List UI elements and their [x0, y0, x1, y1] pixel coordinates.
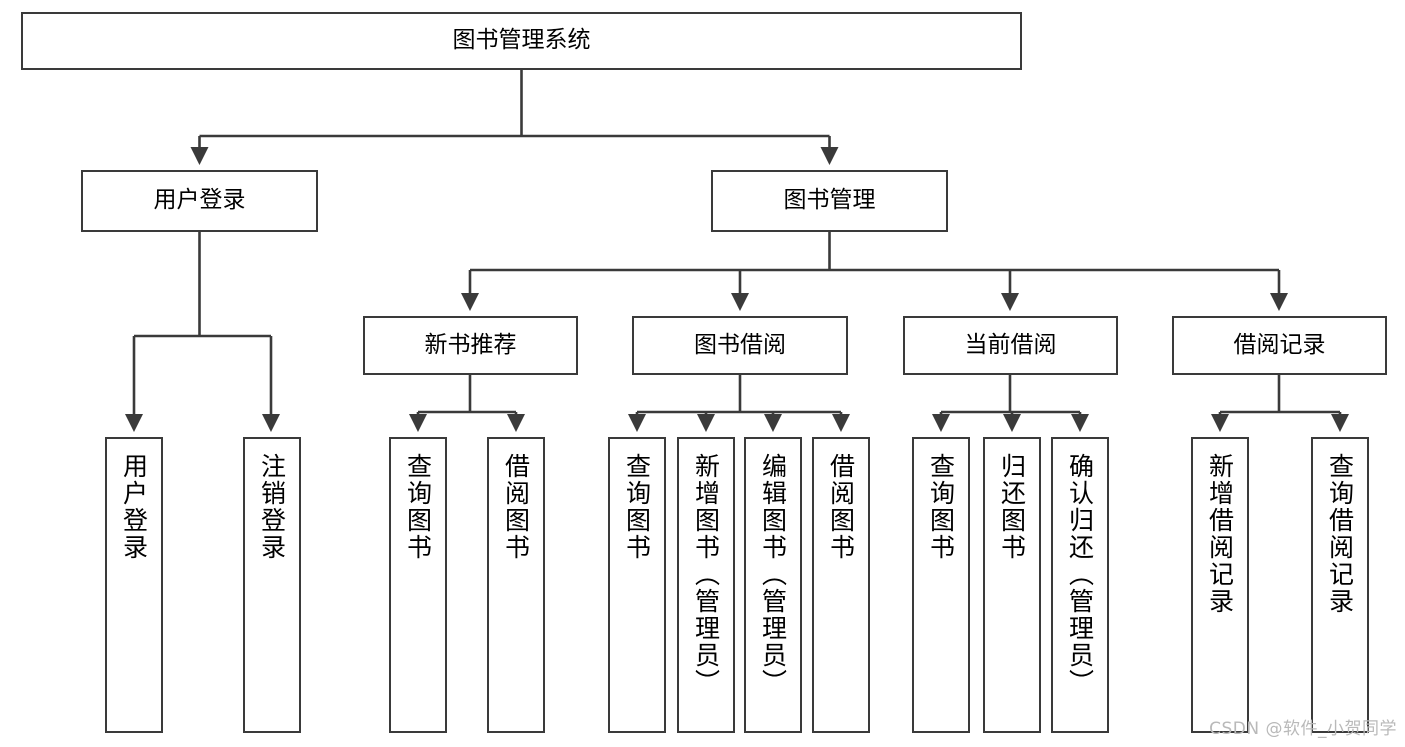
leaf-logout-label: 注销登录: [257, 453, 287, 561]
leaf-query-books-current-label: 查询图书: [926, 453, 956, 561]
node-book-borrow-label: 图书借阅: [694, 331, 786, 358]
leaf-add-book-admin-label: 新增图书（管理员）: [691, 453, 721, 696]
leaf-user-login[interactable]: 用户登录: [105, 437, 163, 733]
leaf-edit-book-admin[interactable]: 编辑图书（管理员）: [744, 437, 802, 733]
leaf-add-borrow-record[interactable]: 新增借阅记录: [1191, 437, 1249, 733]
leaf-borrow-books[interactable]: 借阅图书: [812, 437, 870, 733]
leaf-add-book-admin[interactable]: 新增图书（管理员）: [677, 437, 735, 733]
csdn-watermark: CSDN @软件_小贺同学: [1209, 719, 1397, 739]
node-user-login[interactable]: 用户登录: [81, 170, 318, 232]
leaf-query-borrow-record[interactable]: 查询借阅记录: [1311, 437, 1369, 733]
leaf-add-borrow-record-label: 新增借阅记录: [1205, 453, 1235, 615]
node-current-borrow[interactable]: 当前借阅: [903, 316, 1118, 375]
node-book-management[interactable]: 图书管理: [711, 170, 948, 232]
node-user-login-label: 用户登录: [153, 187, 246, 214]
node-book-management-label: 图书管理: [783, 187, 876, 214]
leaf-borrow-books-recommend[interactable]: 借阅图书: [487, 437, 545, 733]
node-root-label: 图书管理系统: [452, 27, 591, 54]
node-book-borrow[interactable]: 图书借阅: [632, 316, 848, 375]
leaf-query-books-borrow[interactable]: 查询图书: [608, 437, 666, 733]
leaf-query-books-borrow-label: 查询图书: [622, 453, 652, 561]
node-new-book-recommendation-label: 新书推荐: [424, 331, 517, 358]
leaf-logout[interactable]: 注销登录: [243, 437, 301, 733]
node-new-book-recommendation[interactable]: 新书推荐: [363, 316, 578, 375]
node-borrow-records-label: 借阅记录: [1233, 331, 1326, 358]
leaf-return-books[interactable]: 归还图书: [983, 437, 1041, 733]
leaf-borrow-books-label: 借阅图书: [826, 453, 856, 561]
leaf-borrow-books-recommend-label: 借阅图书: [501, 453, 531, 561]
leaf-query-borrow-record-label: 查询借阅记录: [1325, 453, 1355, 615]
leaf-confirm-return-admin-label: 确认归还（管理员）: [1065, 453, 1095, 696]
leaf-query-books-recommend-label: 查询图书: [403, 453, 433, 561]
node-root[interactable]: 图书管理系统: [21, 12, 1022, 70]
leaf-query-books-recommend[interactable]: 查询图书: [389, 437, 447, 733]
leaf-confirm-return-admin[interactable]: 确认归还（管理员）: [1051, 437, 1109, 733]
node-current-borrow-label: 当前借阅: [964, 331, 1057, 358]
leaf-query-books-current[interactable]: 查询图书: [912, 437, 970, 733]
node-borrow-records[interactable]: 借阅记录: [1172, 316, 1387, 375]
leaf-edit-book-admin-label: 编辑图书（管理员）: [758, 453, 788, 696]
leaf-user-login-label: 用户登录: [119, 453, 149, 561]
leaf-return-books-label: 归还图书: [997, 453, 1027, 561]
